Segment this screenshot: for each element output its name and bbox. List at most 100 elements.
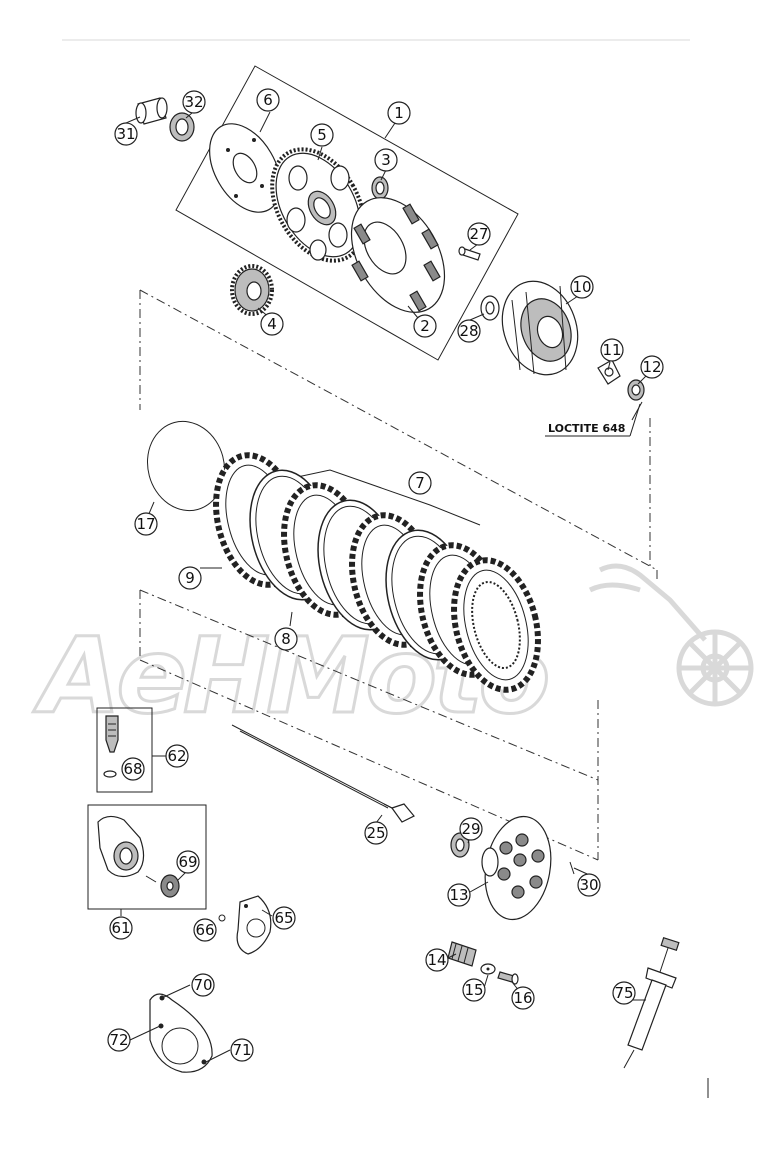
callout-11-label: 11: [602, 341, 621, 359]
part-6-disc: [209, 123, 281, 213]
callout-15-label: 15: [464, 981, 483, 999]
callout-12-label: 12: [642, 358, 661, 376]
callout-68-label: 68: [123, 760, 142, 778]
callout-9: 9: [178, 566, 202, 590]
part-2-clutch-basket: [350, 197, 446, 313]
callout-2-label: 2: [420, 317, 430, 335]
callout-65: 65: [272, 906, 296, 930]
callout-7-label: 7: [415, 474, 425, 492]
callout-25: 25: [364, 821, 388, 845]
callout-14: 14: [425, 948, 449, 972]
clutch-plates-stack: [213, 452, 541, 693]
callout-31: 31: [114, 122, 138, 146]
callout-65-label: 65: [274, 909, 293, 927]
callout-3-label: 3: [381, 151, 391, 169]
callout-3: 3: [374, 148, 398, 172]
callout-31-label: 31: [116, 125, 135, 143]
callout-7: 7: [408, 471, 432, 495]
part-75-syringe: [623, 936, 680, 1069]
callout-4-label: 4: [267, 315, 277, 333]
part-17-o-ring: [146, 420, 226, 512]
callout-28: 28: [457, 319, 481, 343]
callout-13-label: 13: [449, 886, 468, 904]
clutch-pack-frame: [139, 289, 658, 861]
callout-72: 72: [107, 1028, 131, 1052]
callouts: 1 2 3 4 5 6 7 8 9 10 11 12 13 14 15 16 1…: [107, 88, 664, 1062]
callout-5: 5: [310, 123, 334, 147]
part-62-bleeder-group: [96, 707, 166, 793]
callout-66: 66: [193, 918, 217, 942]
callout-12: 12: [640, 355, 664, 379]
callout-16-label: 16: [513, 989, 532, 1007]
callout-10-label: 10: [572, 278, 591, 296]
callout-30: 30: [577, 873, 601, 897]
callout-32-label: 32: [184, 93, 203, 111]
callout-1: 1: [387, 101, 411, 125]
callout-14-label: 14: [427, 951, 446, 969]
part-61-slave-cylinder-group: [87, 804, 207, 910]
part-16-bolt: [497, 971, 519, 985]
part-66-o-ring: [218, 914, 226, 922]
part-70-gasket: [149, 993, 213, 1073]
callout-71-label: 71: [232, 1041, 251, 1059]
callout-61: 61: [109, 916, 133, 940]
callout-28-label: 28: [459, 322, 478, 340]
callout-6: 6: [256, 88, 280, 112]
part-65-gasket: [236, 895, 272, 955]
callout-5-label: 5: [317, 126, 327, 144]
callout-30-label: 30: [579, 876, 598, 894]
part-4-gear: [230, 264, 274, 316]
callout-8: 8: [274, 627, 298, 651]
watermark-motorcycle-icon: [588, 563, 754, 707]
part-13-pressure-plate: [481, 815, 552, 921]
callout-27-label: 27: [469, 225, 488, 243]
callout-2: 2: [413, 314, 437, 338]
callout-71: 71: [230, 1038, 254, 1062]
callout-75: 75: [612, 981, 636, 1005]
callout-15: 15: [462, 978, 486, 1002]
part-11-lock-washer: [597, 359, 621, 385]
callout-27: 27: [467, 222, 491, 246]
part-3-bush: [371, 176, 389, 200]
callout-9-label: 9: [185, 569, 195, 587]
part-pushrod: [231, 724, 393, 809]
callout-75-label: 75: [614, 984, 633, 1002]
callout-10: 10: [570, 275, 594, 299]
loctite-note: LOCTITE 648: [545, 403, 641, 437]
callout-8-label: 8: [281, 630, 291, 648]
callout-13: 13: [447, 883, 471, 907]
callout-62: 62: [165, 744, 189, 768]
callout-25-label: 25: [366, 824, 385, 842]
callout-32: 32: [182, 90, 206, 114]
callout-6-label: 6: [263, 91, 273, 109]
callout-17: 17: [134, 512, 158, 536]
part-25-push-piece: [383, 803, 415, 823]
part-12-nut: [627, 379, 645, 401]
callout-70: 70: [191, 973, 215, 997]
part-27-pin: [458, 246, 481, 261]
callout-66-label: 66: [195, 921, 214, 939]
part-14-spring: [447, 941, 477, 967]
callout-17-label: 17: [136, 515, 155, 533]
callout-69-label: 69: [178, 853, 197, 871]
loctite-label: LOCTITE 648: [548, 422, 625, 435]
callout-72-label: 72: [109, 1031, 128, 1049]
callout-68: 68: [121, 757, 145, 781]
callout-69: 69: [176, 850, 200, 874]
part-28-washer: [480, 295, 500, 321]
callout-16: 16: [511, 986, 535, 1010]
callout-29-label: 29: [461, 820, 480, 838]
upper-assembly-frame: [175, 65, 519, 361]
callout-61-label: 61: [111, 919, 130, 937]
part-31-bushing: [135, 97, 168, 125]
part-10-inner-hub: [501, 280, 579, 376]
part-30-pin: [569, 861, 575, 875]
part-32-needle-bearing: [169, 112, 195, 142]
part-15-washer: [480, 963, 496, 975]
part-29-bearing: [450, 832, 470, 858]
callout-4: 4: [260, 312, 284, 336]
callout-29: 29: [459, 817, 483, 841]
callout-1-label: 1: [394, 104, 404, 122]
callout-62-label: 62: [167, 747, 186, 765]
